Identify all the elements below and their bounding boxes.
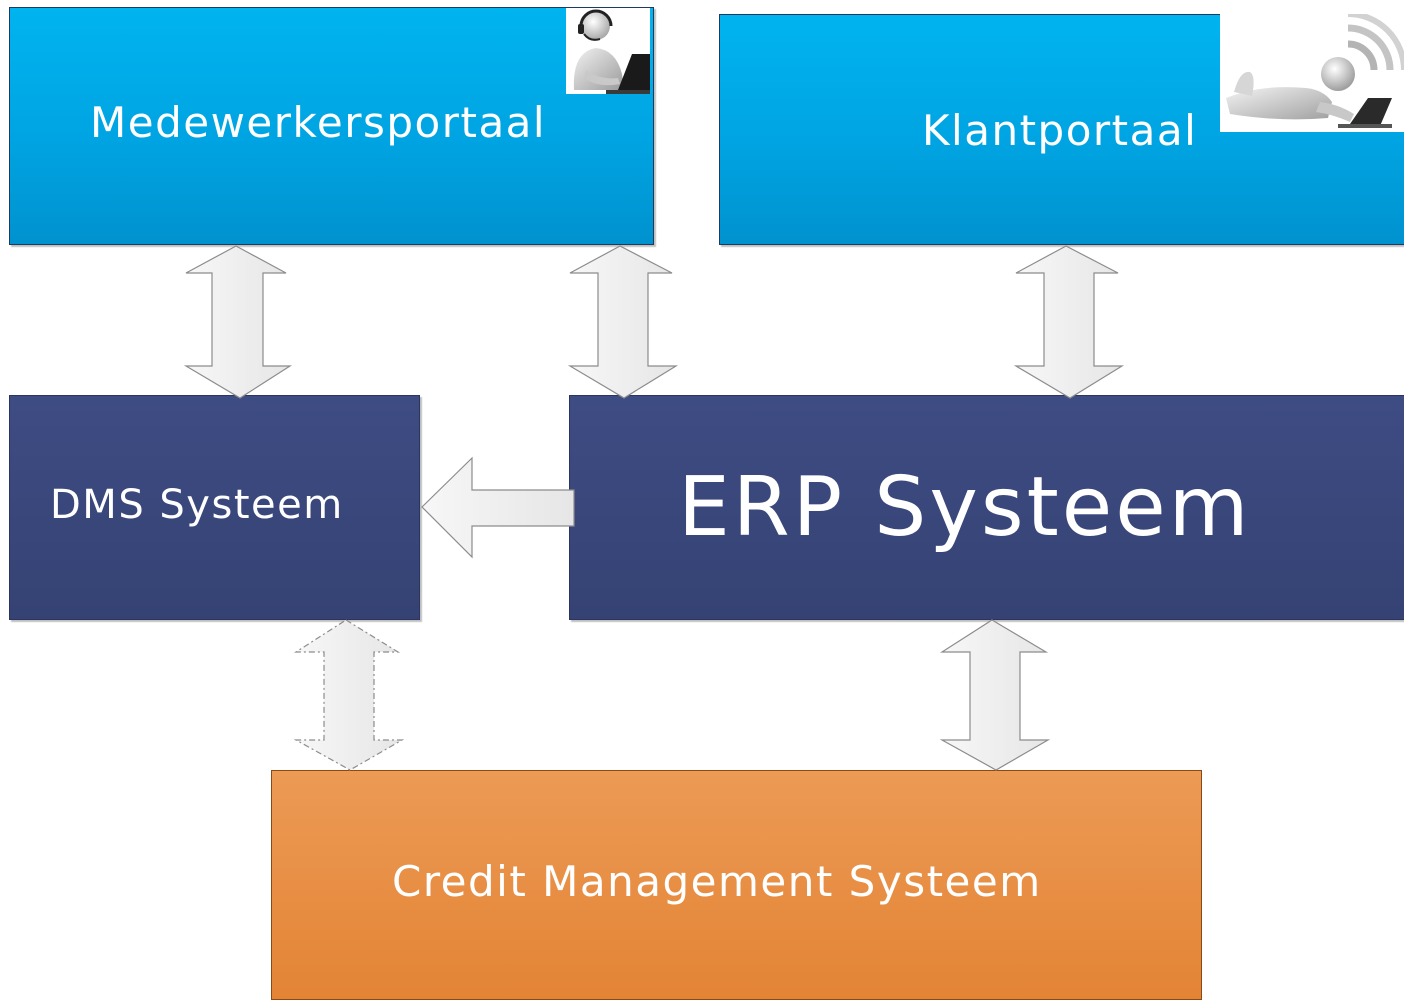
arrow-medewerkersportaal-erp bbox=[567, 245, 679, 399]
medewerkersportaal-label: Medewerkersportaal bbox=[90, 98, 547, 147]
call-center-agent-icon bbox=[566, 8, 650, 94]
arrow-dms-credit-dashed bbox=[293, 619, 405, 771]
dms-systeem-label: DMS Systeem bbox=[50, 482, 344, 528]
klantportaal-label: Klantportaal bbox=[922, 106, 1198, 155]
medewerkersportaal-box[interactable] bbox=[9, 7, 654, 245]
credit-management-label: Credit Management Systeem bbox=[392, 857, 1042, 906]
credit-management-box[interactable] bbox=[271, 770, 1202, 1000]
erp-systeem-box[interactable] bbox=[569, 395, 1404, 620]
arrow-medewerkersportaal-dms bbox=[183, 245, 293, 399]
arrow-klantportaal-erp bbox=[1013, 245, 1125, 399]
arrow-erp-credit bbox=[939, 619, 1051, 771]
dms-systeem-box[interactable] bbox=[9, 395, 420, 620]
erp-systeem-label: ERP Systeem bbox=[678, 460, 1252, 555]
wireless-laptop-user-icon bbox=[1220, 14, 1404, 132]
arrow-erp-to-dms bbox=[421, 456, 575, 559]
